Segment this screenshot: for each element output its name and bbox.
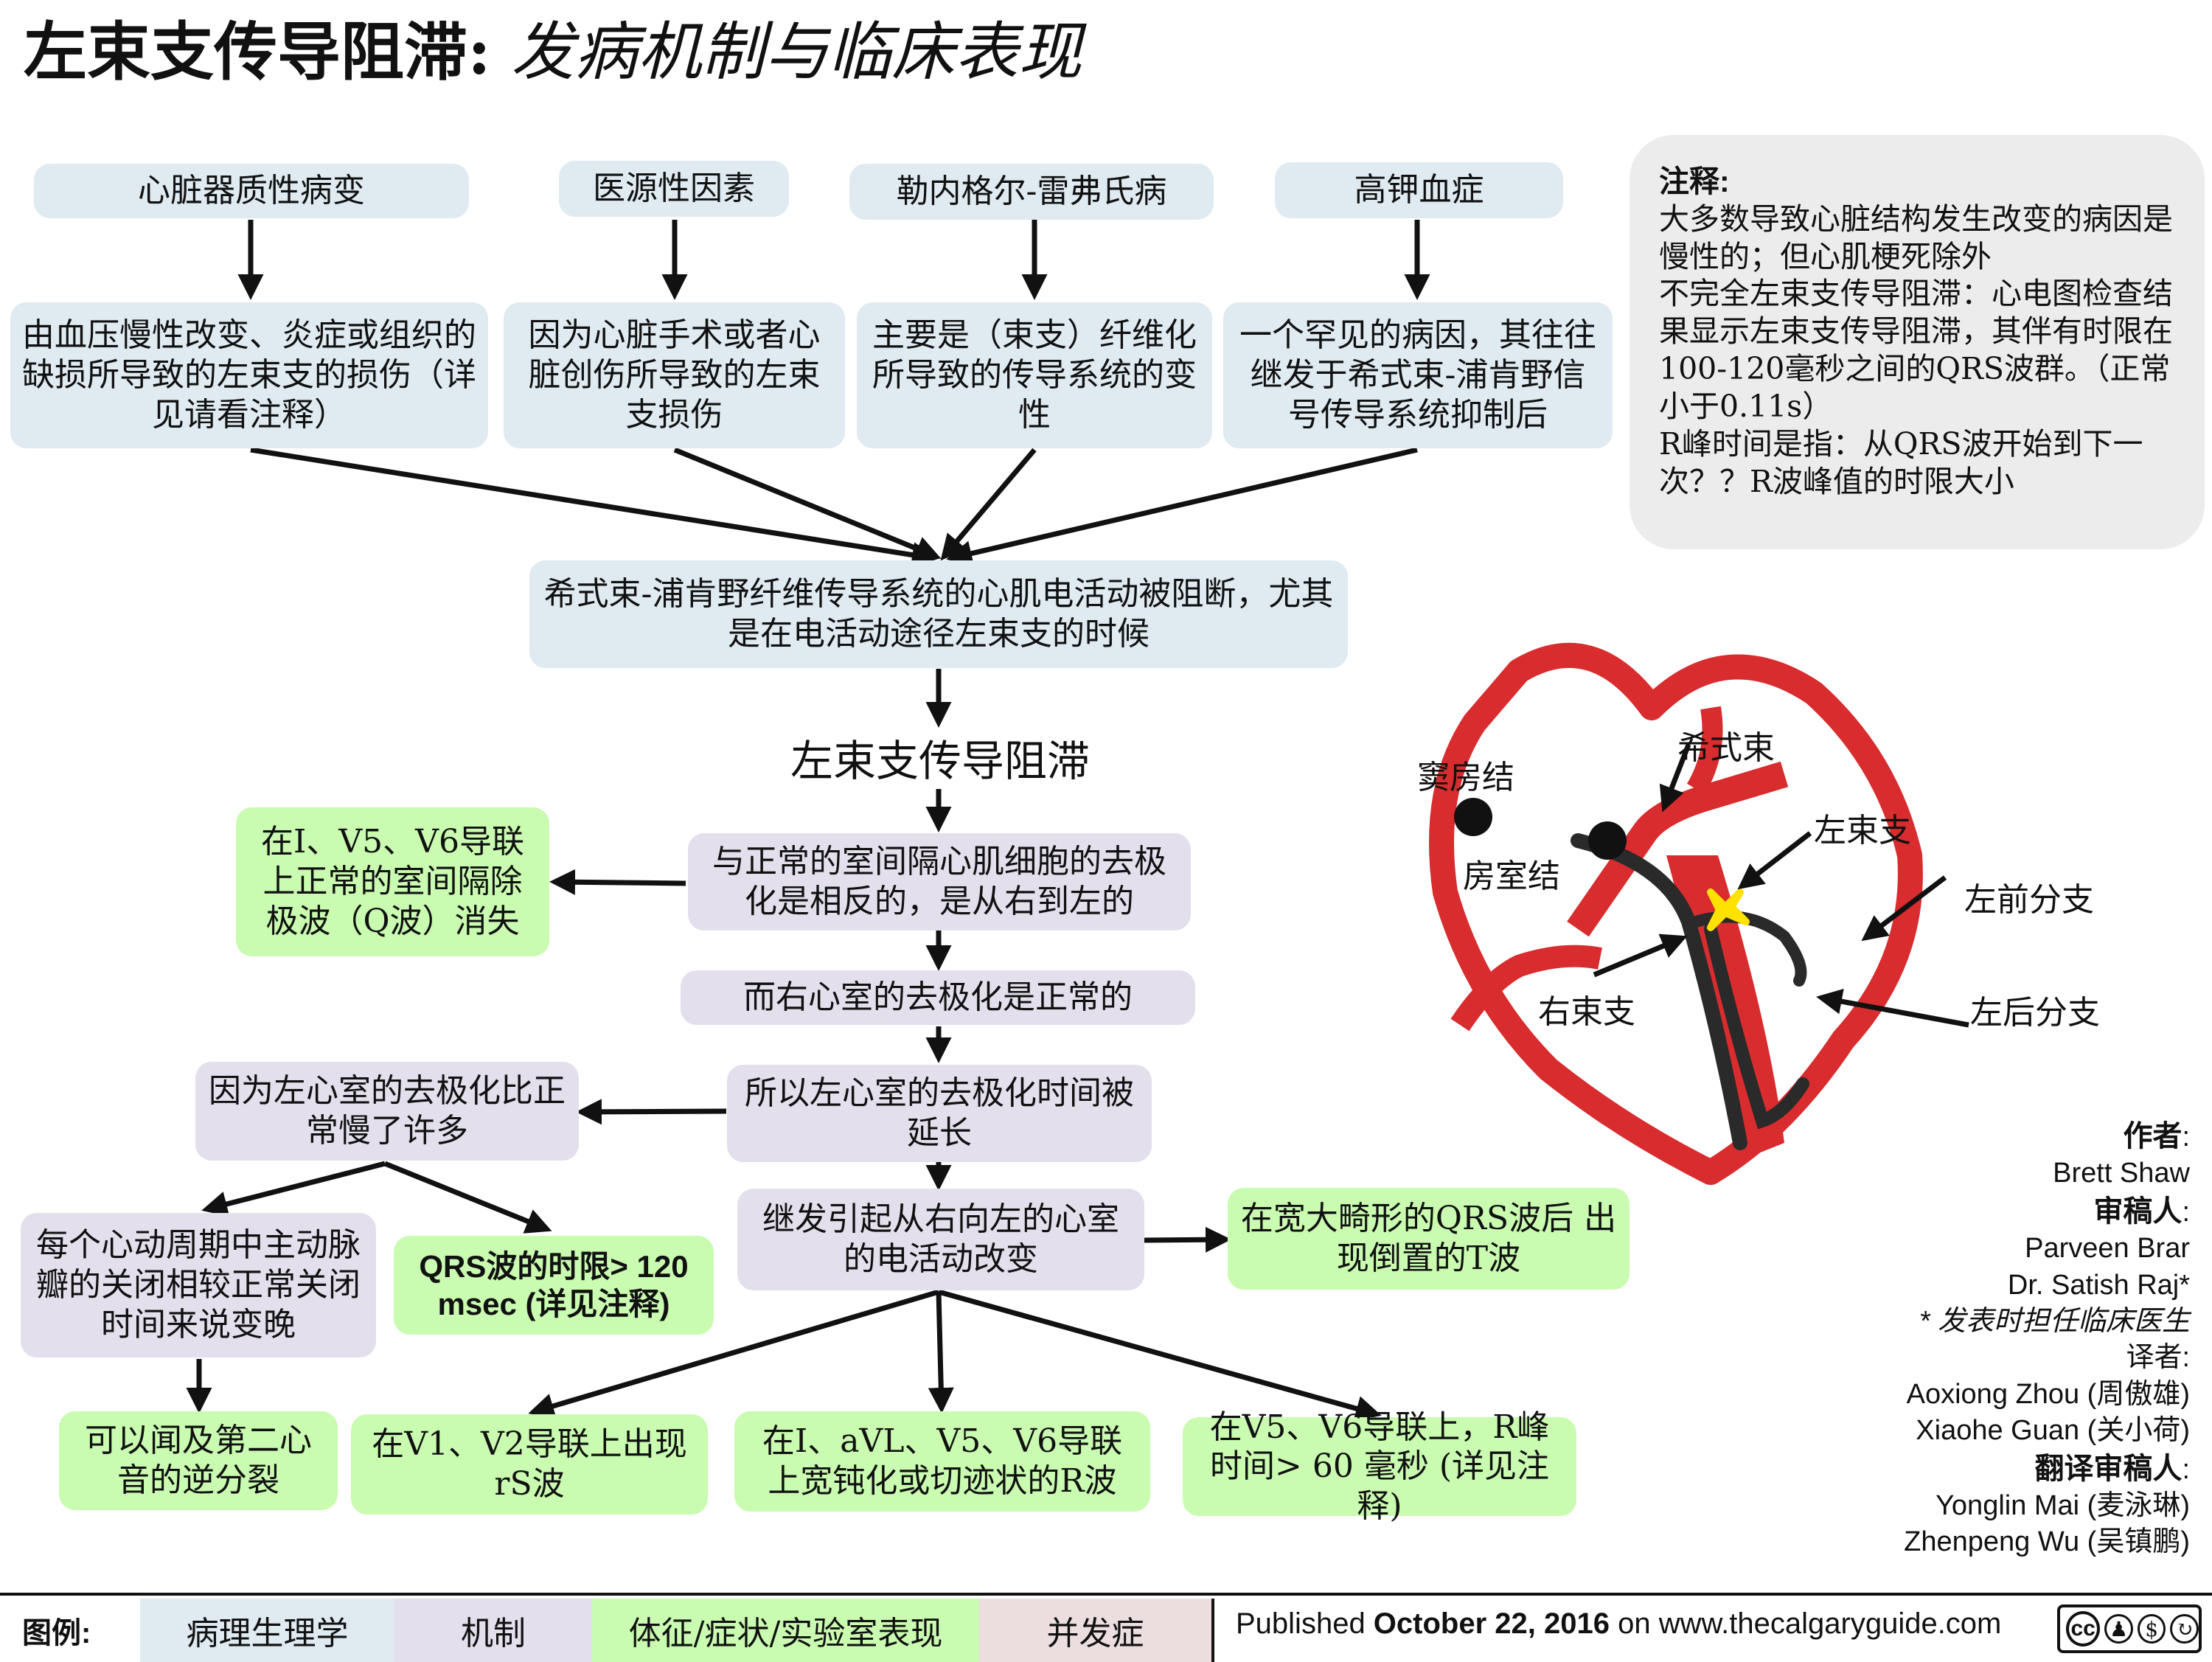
aortic-valve-closure-late: 每个心动周期中主动脉瓣的关闭相较正常关闭时间来说变晚 (21, 1213, 376, 1357)
published-date: October 22, 2016 (1373, 1607, 1610, 1640)
translation-reviewer-label: 翻译审稿人 (2034, 1452, 2183, 1485)
clinician-note: * 发表时担任临床医生 (1919, 1305, 2190, 1337)
lbbb-heading: 左束支传导阻滞 (790, 736, 1090, 786)
cause-label-iatrogenic: 医源性因素 (559, 161, 789, 217)
note-line: 不完全左束支传导阻滞：心电图检查结果显示左束支传导阻滞，其伴有时限在100-12… (1659, 276, 2173, 424)
left-bundle-branch-label: 左束支 (1814, 812, 1911, 849)
credits: 作者: Brett Shaw 审稿人: Parveen Brar Dr. Sat… (1904, 1117, 2190, 1561)
notes-panel: 注释: 大多数导致心脏结构发生改变的病因是慢性的；但心肌梗死除外 不完全左束支传… (1630, 135, 2205, 549)
note-line: 大多数导致心脏结构发生改变的病因是慢性的；但心肌梗死除外 (1659, 201, 2173, 274)
legend: 图例: 病理生理学 机制 体征/症状/实验室表现 并发症 (0, 1593, 2212, 1662)
author-label: 作者 (2123, 1120, 2183, 1152)
cause-label-hyperkalemia: 高钾血症 (1275, 162, 1563, 218)
notes-heading: 注释: (1659, 164, 1730, 198)
cc-license-badge: cc ♟ $ ↻ (2057, 1604, 2202, 1653)
translator-name: Aoxiong Zhou (周傲雄) (1906, 1378, 2190, 1410)
secondary-repolarization-change: 继发引起从右向左的心室的电活动改变 (737, 1189, 1144, 1290)
by-icon: ♟ (2104, 1614, 2133, 1644)
legend-pathophysiology: 病理生理学 (140, 1599, 394, 1662)
av-node-label: 房室结 (1463, 858, 1560, 895)
his-bundle-label: 希式束 (1677, 729, 1775, 767)
legend-divider (1211, 1599, 1214, 1662)
reviewer-name: Parveen Brar (2025, 1233, 2190, 1265)
qrs-duration: QRS波的时限> 120 msec (详见注释) (394, 1236, 714, 1335)
paradoxical-s2-split: 可以闻及第二心音的逆分裂 (59, 1411, 338, 1510)
cause-detail-lenegre: 主要是（束支）纤维化所导致的传导系统的变性 (857, 302, 1212, 448)
cause-detail-structural: 由血压慢性改变、炎症或组织的缺损所导致的左束支的损伤（详见请看注释） (10, 302, 488, 448)
legend-complications: 并发症 (979, 1599, 1211, 1662)
author-name: Brett Shaw (2053, 1158, 2190, 1189)
right-bundle-branch-label: 右束支 (1538, 993, 1635, 1031)
sa-node-label: 窦房结 (1417, 759, 1514, 796)
title-main: 左束支传导阻滞: (24, 15, 491, 89)
notched-r-wave: 在Ⅰ、aVL、V5、V6导联上宽钝化或切迹状的R波 (734, 1411, 1150, 1512)
sa-icon: ↻ (2170, 1614, 2199, 1644)
published-line: Published October 22, 2016 on www.thecal… (1236, 1607, 2002, 1640)
cause-label-structural: 心脏器质性病变 (34, 164, 469, 218)
left-anterior-fascicle-label: 左前分支 (1964, 881, 2094, 919)
reviewer-label: 审稿人 (2093, 1195, 2183, 1228)
cause-detail-iatrogenic: 因为心脏手术或者心脏创伤所导致的左束支损伤 (504, 302, 845, 448)
rv-depolarization-normal: 而右心室的去极化是正常的 (681, 970, 1195, 1025)
rs-wave-v1-v2: 在V1、V2导联上出现rS波 (351, 1414, 708, 1515)
reversed-septal-depolarization: 与正常的室间隔心肌细胞的去极化是相反的，是从右到左的 (688, 833, 1191, 931)
legend-signs: 体征/症状/实验室表现 (592, 1599, 979, 1662)
conduction-blocked: 希式束-浦肯野纤维传导系统的心肌电活动被阻断，尤其是在电活动途径左束支的时候 (529, 560, 1348, 668)
lv-slower-depolarization: 因为左心室的去极化比正常慢了许多 (195, 1062, 579, 1161)
cause-label-lenegre: 勒内格尔-雷弗氏病 (849, 164, 1214, 220)
translation-reviewer-name: Yonglin Mai (麦泳琳) (1935, 1489, 2190, 1521)
cause-detail-hyperkalemia: 一个罕见的病因，其往往继发于希式束-浦肯野信号传导系统抑制后 (1223, 302, 1613, 448)
title-sub: 发病机制与临床表现 (511, 15, 1082, 89)
page-title: 左束支传导阻滞: 发病机制与临床表现 (24, 21, 1082, 85)
note-line: R峰时间是指：从QRS波开始到下一次？？R波峰值的时限大小 (1659, 425, 2143, 499)
translation-reviewer-name: Zhenpeng Wu (吴镇鹏) (1904, 1526, 2190, 1558)
translator-name: Xiaohe Guan (关小荷) (1916, 1415, 2190, 1447)
reviewer-name: Dr. Satish Raj* (2007, 1269, 2190, 1301)
cc-icon: cc (2066, 1611, 2101, 1647)
lv-depolarization-prolonged: 所以左心室的去极化时间被延长 (727, 1065, 1152, 1162)
r-peak-time: 在V5、V6导联上，R峰时间> 60 毫秒 (详见注释) (1183, 1408, 1576, 1525)
inverted-t-wave: 在宽大畸形的QRS波后 出现倒置的T波 (1228, 1188, 1630, 1290)
left-posterior-fascicle-label: 左后分支 (1970, 994, 2100, 1032)
q-wave-loss: 在Ⅰ、V5、V6导联上正常的室间隔除极波（Q波）消失 (236, 807, 549, 956)
published-site: on www.thecalgaryguide.com (1609, 1607, 2002, 1640)
legend-mechanism: 机制 (394, 1599, 592, 1662)
legend-label: 图例: (22, 1617, 91, 1649)
heart-conduction-diagram (1429, 642, 1969, 1185)
nc-icon: $ (2137, 1614, 2166, 1644)
translator-label: 译者: (2126, 1342, 2190, 1374)
